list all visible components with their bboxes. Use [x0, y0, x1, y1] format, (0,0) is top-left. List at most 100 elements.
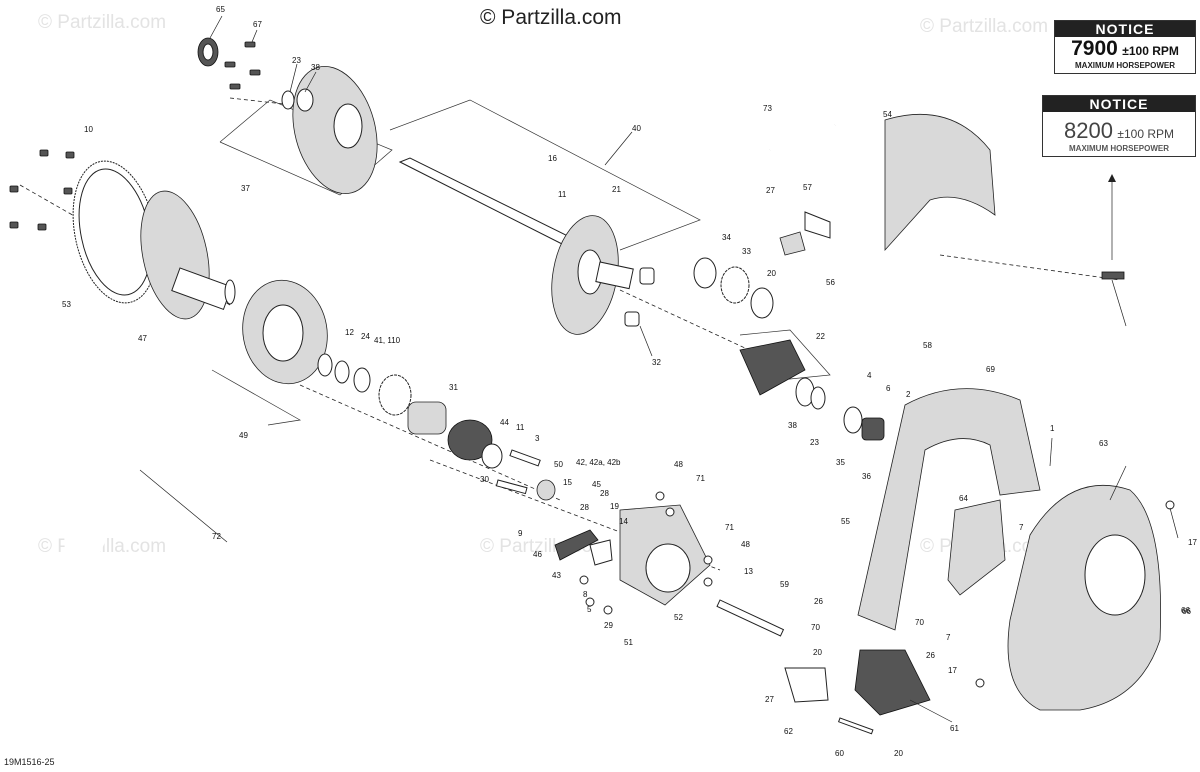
leader-lines: [139, 15, 1179, 723]
callout-label: 41, 110: [374, 336, 401, 345]
drive-rings: [317, 353, 371, 393]
callout-label: 14: [619, 517, 628, 526]
callout-label: 10: [84, 125, 93, 134]
callout-label: 69: [986, 365, 995, 374]
callout-label: 2: [906, 390, 911, 399]
notice-subtitle: MAXIMUM HORSEPOWER: [1075, 61, 1175, 70]
callout-label: 15: [563, 478, 572, 487]
driven-shaft: [398, 157, 582, 249]
callout-label: 20: [894, 749, 903, 758]
callout-label: 70: [915, 618, 924, 627]
hose: [768, 121, 837, 154]
callout-label: 72: [212, 532, 221, 541]
callout-label: 1: [1050, 424, 1055, 433]
notice-rpm-line: 7900 ±100 RPM: [1055, 37, 1195, 61]
callout-label: 54: [883, 110, 892, 119]
callout-label: 71: [696, 474, 705, 483]
callout-label: 11: [516, 423, 525, 432]
notice-header: NOTICE: [1055, 21, 1195, 37]
spider: [447, 419, 503, 469]
callout-label: 28: [600, 489, 609, 498]
callout-label: 53: [62, 300, 71, 309]
mount-plate: [947, 499, 1006, 596]
seal-and-rings: [197, 37, 314, 112]
watermark-text: © Partzilla.com: [38, 12, 166, 33]
callout-label: 64: [959, 494, 968, 503]
callout-label: 47: [138, 334, 147, 343]
notice-arrow: [1101, 174, 1125, 280]
callout-label: 32: [652, 358, 661, 367]
callout-label: 48: [674, 460, 683, 469]
callout-label: 67: [253, 20, 262, 29]
callout-label: 22: [816, 332, 825, 341]
callout-label: 21: [612, 185, 621, 194]
frame-rail: [857, 388, 1041, 631]
copyright-text: © Partzilla.com: [480, 6, 622, 29]
group-outlines: [211, 99, 831, 426]
ring-gear: [72, 160, 158, 304]
belt-guard-upper: [884, 113, 996, 252]
washers: [843, 406, 885, 441]
callout-label: 35: [836, 458, 845, 467]
rpm-notice-decal: NOTICE 8200 ±100 RPM MAXIMUM HORSEPOWER: [1042, 95, 1196, 157]
callout-label: 52: [674, 613, 683, 622]
callout-label: 45: [592, 480, 601, 489]
callout-label: 49: [239, 431, 248, 440]
callout-label: 23: [292, 56, 301, 65]
fixed-sheave: [140, 190, 236, 320]
callout-label: 17: [948, 666, 957, 675]
callout-label: 12: [345, 328, 354, 337]
callout-label: 66: [1182, 607, 1191, 616]
belt-guard-outer: [1007, 484, 1161, 711]
callout-label: 71: [725, 523, 734, 532]
callout-label: 17: [1188, 538, 1197, 547]
callout-label: 27: [766, 186, 775, 195]
callout-label: 29: [604, 621, 613, 630]
callout-label: 5: [587, 605, 592, 614]
callout-label: 60: [835, 749, 844, 758]
callout-label: 8: [583, 590, 588, 599]
cam: [739, 339, 826, 410]
callout-label: 63: [1099, 439, 1108, 448]
callout-label: 51: [624, 638, 633, 647]
callout-label: 48: [741, 540, 750, 549]
callout-label: 20: [813, 648, 822, 657]
notice-rpm-tolerance: ±100 RPM: [1122, 44, 1179, 58]
callout-label: 31: [449, 383, 458, 392]
callout-label: 50: [554, 460, 563, 469]
notice-rpm-value: 7900: [1071, 37, 1118, 60]
callout-label: 24: [361, 332, 370, 341]
notice-header: NOTICE: [1043, 96, 1195, 112]
callout-labels: 65 67 23 38 10 37 40 16 21 11 73 54 27 5…: [62, 5, 1197, 758]
callout-label: 44: [500, 418, 509, 427]
callout-label: 46: [533, 550, 542, 559]
callout-label: 36: [862, 472, 871, 481]
diagram-code: 19M1516-25: [4, 757, 55, 767]
lever-assembly: [554, 529, 613, 566]
callout-label: 7: [946, 633, 951, 642]
drive-belt: [64, 370, 180, 564]
callout-label: 73: [763, 104, 772, 113]
callout-label: 27: [765, 695, 774, 704]
callout-label: 26: [926, 651, 935, 660]
callout-label: 28: [580, 503, 589, 512]
screws: [9, 41, 261, 231]
drive-pulley-housing: [242, 279, 328, 385]
callout-label: 61: [950, 724, 959, 733]
callout-label: 70: [811, 623, 820, 632]
governor-cup: [619, 504, 711, 606]
notice-rpm-tolerance: ±100 RPM: [1117, 127, 1174, 141]
callout-label: 9: [518, 529, 523, 538]
callout-label: 40: [632, 124, 641, 133]
rpm-notice-decal: NOTICE 7900 ±100 RPM MAXIMUM HORSEPOWER: [1054, 20, 1196, 74]
drive-spring: [378, 374, 412, 416]
callout-label: 3: [535, 434, 540, 443]
callout-label: 65: [216, 5, 225, 14]
callout-label: 13: [744, 567, 753, 576]
callout-label: 20: [767, 269, 776, 278]
callout-label: 11: [558, 190, 567, 199]
callout-label: 34: [722, 233, 731, 242]
callout-label: 33: [742, 247, 751, 256]
callout-label: 26: [814, 597, 823, 606]
